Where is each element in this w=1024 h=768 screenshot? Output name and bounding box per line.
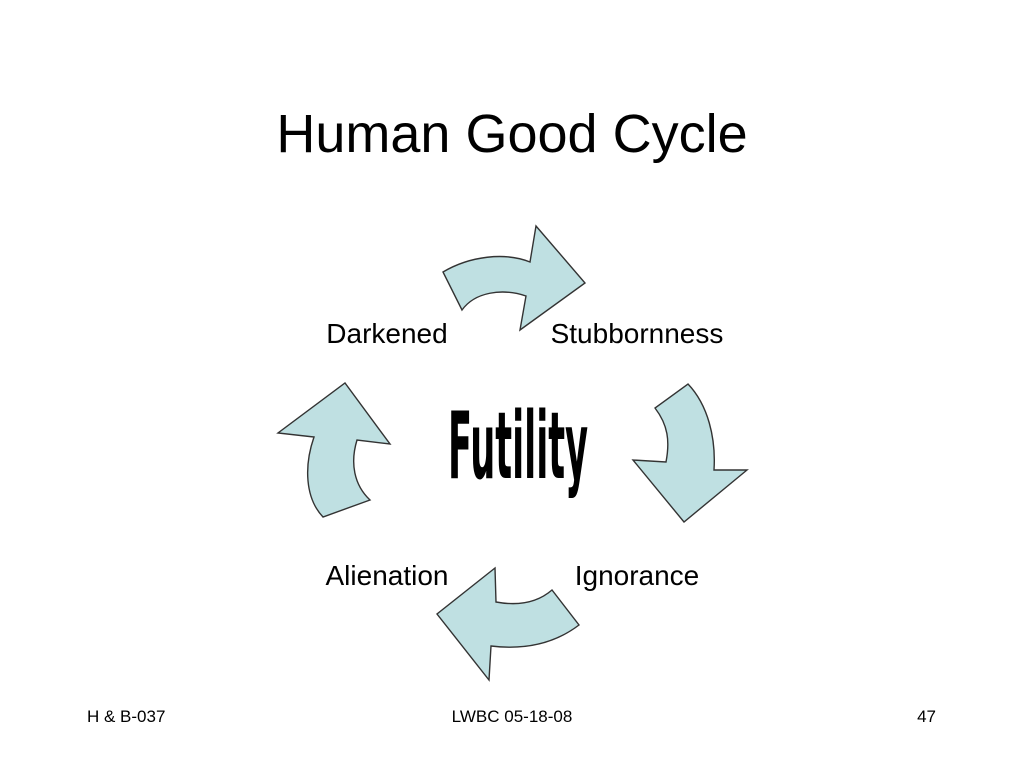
stage-label-darkened: Darkened bbox=[326, 318, 447, 349]
stage-label-ignorance: Ignorance bbox=[575, 560, 700, 591]
slide-title: Human Good Cycle bbox=[276, 104, 748, 164]
stage-label-alienation: Alienation bbox=[326, 560, 449, 591]
footer-center: LWBC 05-18-08 bbox=[451, 707, 573, 726]
slide-number: 47 bbox=[917, 707, 936, 726]
stage-label-stubbornness: Stubbornness bbox=[551, 318, 724, 349]
center-word-futility: Futility bbox=[448, 392, 588, 500]
cycle-arrow-bottom bbox=[436, 566, 580, 682]
cycle-arrow-left bbox=[276, 382, 392, 518]
footer-left: H & B-037 bbox=[87, 707, 166, 726]
cycle-arrow-right bbox=[631, 383, 749, 523]
cycle-arrow-top bbox=[442, 224, 587, 332]
